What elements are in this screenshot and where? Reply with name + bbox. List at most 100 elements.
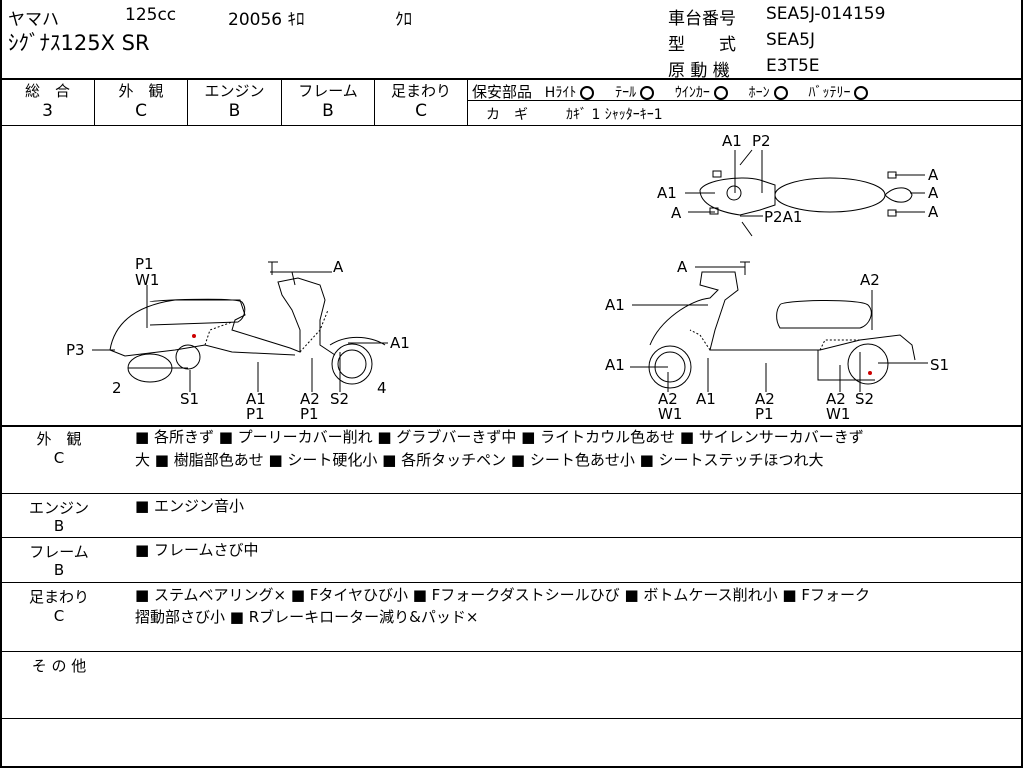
model-name: ｼｸﾞﾅｽ125X SR [8,31,150,55]
diagram-label: A1 [246,390,266,408]
frame-no-label: 車台番号 [668,9,736,29]
diagram-label: A2 [658,390,678,408]
grade-divider [94,79,95,126]
section-frame-grade: B [53,561,65,579]
section-frame-label: フレーム [29,543,89,561]
diagram-label: W1 [826,405,850,423]
diagram-label: A1 [657,184,677,202]
diagram-label: A2 [826,390,846,408]
section-engine-line: ■ エンジン音小 [135,497,244,515]
scooter-diagrams: P1 W1 A P3 A1 2 S1 A1 P1 A2 P1 S2 4 A A2… [66,132,949,423]
section-suspension-grade: C [53,607,65,625]
grade-engine-label: エンジン [204,82,265,100]
diagram-label: A2 [755,390,775,408]
maker: ヤマハ [8,10,59,30]
type-label: 型 式 [668,35,736,55]
divider-header [0,78,1023,80]
divider-grades [0,125,1023,126]
divider-section [0,651,1023,652]
diagram-label: A1 [390,334,410,352]
section-engine-grade: B [53,517,65,535]
safety-label: 保安部品 [472,83,533,101]
grade-divider [187,79,188,126]
damage-mark-icon [192,334,196,338]
key-value: ｶｷﾞ 1 ｼｬｯﾀｰｷｰ1 [566,107,663,123]
ok-circle-icon [854,86,869,100]
section-frame-line: ■ フレームさび中 [135,541,259,559]
divider-section [0,493,1023,494]
key-label: カ ギ [486,107,528,123]
diagram-label: S1 [930,356,949,374]
safety-item-winker: ｳｲﾝｶｰ [675,85,728,101]
ok-circle-icon [713,86,728,100]
grade-engine-value: B [228,101,241,121]
grade-frame-value: B [322,101,334,121]
diagram-label: P1 [246,405,265,423]
diagram-label: A [677,258,688,276]
ok-circle-icon [773,86,788,100]
section-exterior-grade: C [53,449,65,467]
diagram-label: P2A1 [764,208,802,226]
diagram-label: A [928,166,939,184]
grade-suspension-label: 足まわり [390,82,451,100]
section-suspension-line: ■ ステムベアリング× ■ Fタイヤひび小 ■ Fフォークダストシールひび ■ … [135,586,870,604]
grade-frame-label: フレーム [298,82,358,100]
safety-item-tail: ﾃｰﾙ [615,85,655,101]
diagram-label: S2 [855,390,874,408]
safety-item-horn: ﾎｰﾝ [749,85,788,101]
border-right [1021,0,1023,768]
safety-item-battery: ﾊﾞｯﾃﾘｰ [808,85,869,101]
diagram-label: S2 [330,390,349,408]
grade-overall-label: 総 合 [24,82,70,100]
diagram-label: 4 [377,379,387,397]
divider-section [0,582,1023,583]
frame-no: SEA5J-014159 [766,4,886,24]
color: ｸﾛ [395,10,412,30]
mileage: 20056 ｷﾛ [228,10,305,30]
section-suspension-line: 摺動部さび小 ■ Rブレーキローター減り&パッド× [135,608,479,626]
diagram-label: A [671,204,682,222]
diagram-label: P1 [135,255,154,273]
border-left [0,0,2,768]
grade-divider [374,79,375,126]
ok-circle-icon [580,86,595,100]
section-other-label: そ の 他 [31,657,87,675]
grade-divider [467,79,468,126]
engine-value: E3T5E [766,56,820,76]
border-bottom [0,766,1023,768]
safety-parts: 保安部品 Hﾗｲﾄ ﾃｰﾙ ｳｲﾝｶｰ ﾎｰﾝ ﾊﾞｯﾃﾘｰ [472,81,869,102]
section-suspension-label: 足まわり [28,588,89,606]
damage-mark-icon [868,371,872,375]
diagram-label: P1 [755,405,774,423]
section-engine-label: エンジン [28,499,89,517]
grade-suspension-value: C [415,101,427,121]
diagram-label: 2 [112,379,122,397]
diagram-label: A1 [605,296,625,314]
diagram-label: A [928,184,939,202]
ok-circle-icon [640,86,655,100]
type-value: SEA5J [766,30,815,50]
section-exterior-label: 外 観 [36,430,82,448]
diagram-label: W1 [658,405,682,423]
divider-section [0,537,1023,538]
displacement: 125cc [125,5,177,25]
grade-overall-value: 3 [42,101,53,121]
diagram-label: A [333,258,344,276]
grade-divider [281,79,282,126]
diagram-label: W1 [135,271,159,289]
diagram-label: S1 [180,390,199,408]
diagram-label: P1 [300,405,319,423]
divider-safety [468,100,1023,101]
grade-exterior-value: C [135,101,147,121]
diagram-label: A2 [300,390,320,408]
grade-exterior-label: 外 観 [118,82,164,100]
diagram-label: A2 [860,271,880,289]
engine-label: 原 動 機 [668,61,730,81]
leader-lines [92,150,928,392]
diagram-label: A1 [605,356,625,374]
diagram-label: A [928,203,939,221]
diagram-label: P2 [752,132,771,150]
section-exterior-line: 大 ■ 樹脂部色あせ ■ シート硬化小 ■ 各所タッチペン ■ シート色あせ小 … [135,451,824,469]
divider-diagram [0,425,1023,427]
section-exterior-line: ■ 各所きず ■ プーリーカバー削れ ■ グラブバーきず中 ■ ライトカウル色あ… [135,428,864,446]
